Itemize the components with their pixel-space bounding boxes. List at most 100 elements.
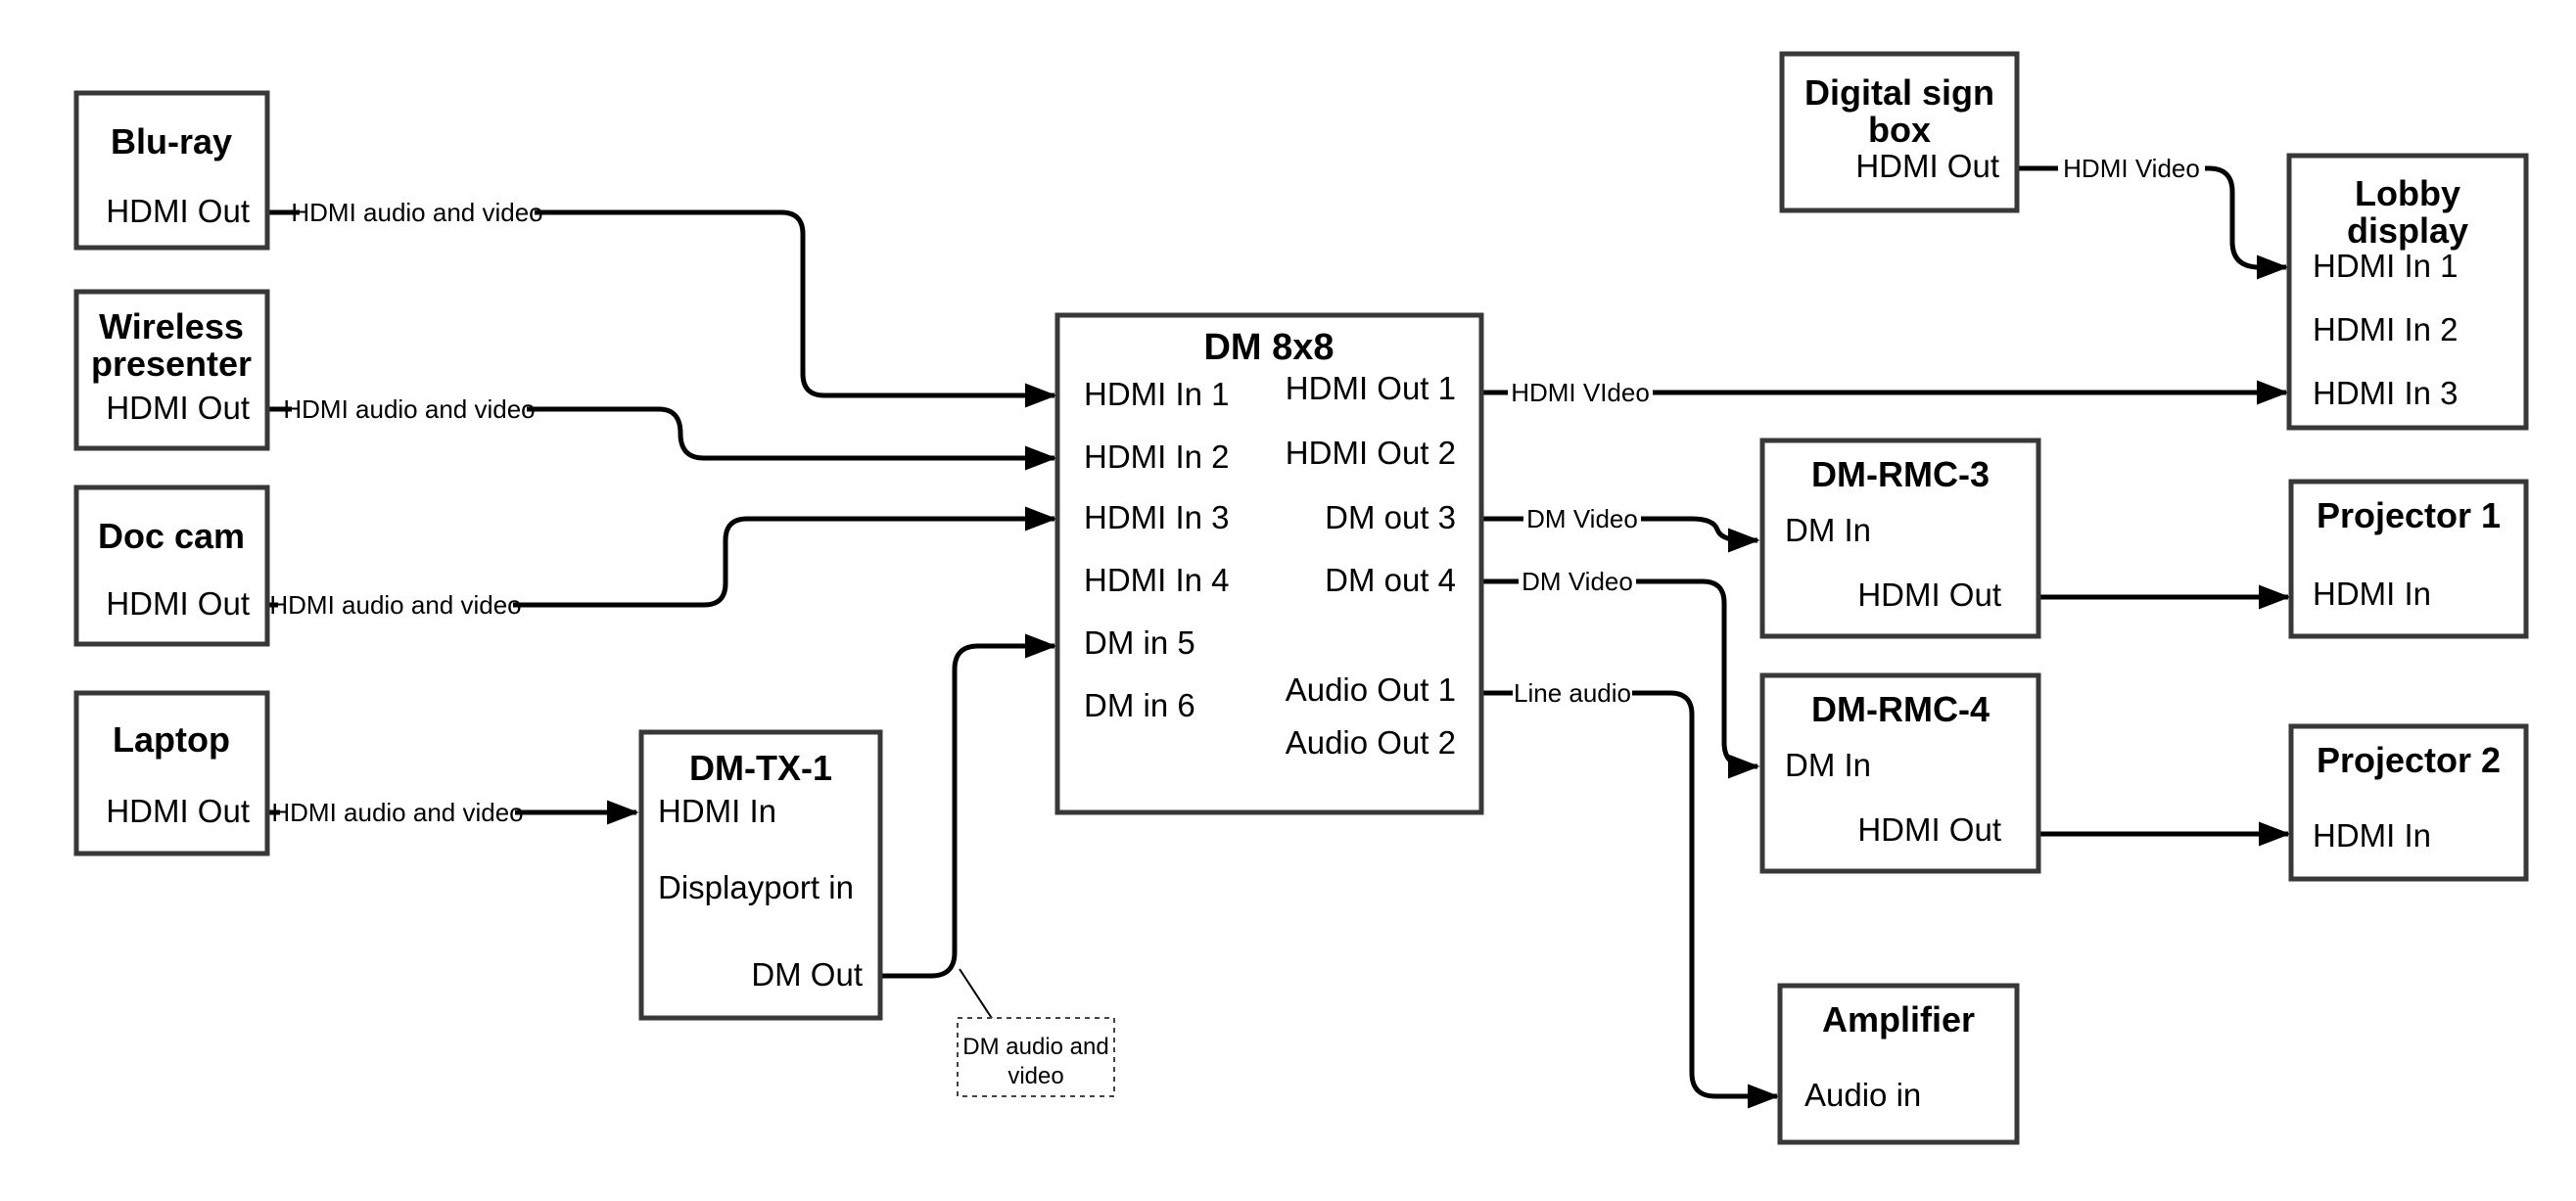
callout-note: DM audio and video [957, 1017, 1115, 1097]
port-hdmi-out: HDMI Out [106, 585, 250, 622]
node-title-line2: display [2347, 210, 2468, 251]
connection-label: HDMI audio and video [291, 198, 542, 227]
node-box [1759, 438, 2041, 639]
node-title-line1: Lobby [2355, 173, 2460, 213]
callout-box [957, 1017, 1115, 1097]
node-title: DM-RMC-3 [1811, 454, 1990, 494]
port-dm-in-6: DM in 6 [1084, 687, 1195, 723]
connection-label: HDMI audio and video [269, 590, 521, 620]
callout-pointer-line [959, 968, 998, 1027]
node-box [638, 729, 883, 1021]
port-audio-out-1: Audio Out 1 [1286, 671, 1456, 708]
label-bg [2058, 153, 2205, 184]
node-title-line1: Digital sign [1804, 72, 1994, 113]
connection-label: Line audio [1514, 678, 1631, 708]
node-title: Doc cam [98, 516, 245, 556]
port-hdmi-out-2: HDMI Out 2 [1286, 435, 1456, 471]
node-title-line1: Wireless [99, 306, 244, 346]
node-box [1779, 51, 2020, 213]
port-hdmi-out: HDMI Out [1855, 148, 1999, 184]
port-hdmi-in: HDMI In [2313, 576, 2431, 612]
port-hdmi-in-2: HDMI In 2 [2313, 311, 2459, 347]
node-box [2288, 479, 2529, 639]
port-hdmi-out: HDMI Out [106, 390, 250, 426]
port-hdmi-in-4: HDMI In 4 [1084, 562, 1230, 598]
node-projector-2: Projector 2 HDMI In [2288, 723, 2529, 882]
connection-label: DM Video [1522, 567, 1633, 596]
node-doc-cam: Doc cam HDMI Out [73, 485, 270, 647]
port-audio-out-2: Audio Out 2 [1286, 724, 1456, 761]
node-title: Projector 1 [2317, 495, 2501, 535]
port-hdmi-in-3: HDMI In 3 [1084, 499, 1230, 535]
connection-label: HDMI VIdeo [1511, 378, 1650, 407]
label-bg [1519, 566, 1636, 597]
node-title: Blu-ray [111, 121, 232, 162]
label-bg [280, 797, 515, 828]
port-dm-out: DM Out [751, 956, 863, 993]
port-hdmi-in-2: HDMI In 2 [1084, 439, 1230, 475]
node-amplifier: Amplifier Audio in [1777, 983, 2020, 1145]
connection-label: HDMI Video [2063, 154, 2200, 183]
label-bg [1513, 677, 1632, 709]
port-hdmi-in-1: HDMI In 1 [1084, 376, 1230, 412]
port-hdmi-out: HDMI Out [106, 793, 250, 829]
port-hdmi-out: HDMI Out [106, 193, 250, 229]
port-dm-in: DM In [1785, 512, 1871, 548]
node-title: DM-TX-1 [689, 748, 832, 788]
node-dm-8x8: DM 8x8 HDMI In 1 HDMI In 2 HDMI In 3 HDM… [1054, 312, 1484, 815]
connection-signbox-to-lobby [2017, 165, 2289, 280]
node-dm-rmc-3: DM-RMC-3 DM In HDMI Out [1759, 438, 2041, 639]
connection-dmtx1-to-dm8x8 [880, 633, 1057, 979]
node-box [2288, 723, 2529, 882]
connection-label: HDMI audio and video [271, 798, 523, 827]
port-dm-in: DM In [1785, 747, 1871, 783]
node-box [1777, 983, 2020, 1145]
label-bg [1523, 503, 1641, 534]
connection-doccam-to-dm8x8 [267, 506, 1057, 608]
node-laptop: Laptop HDMI Out [73, 690, 270, 856]
connection-labels: HDMI audio and video HDMI audio and vide… [269, 153, 2205, 828]
connection-wireless-to-dm8x8 [267, 406, 1057, 471]
node-box [73, 90, 270, 251]
connection-bluray-to-dm8x8 [267, 209, 1057, 408]
node-projector-1: Projector 1 HDMI In [2288, 479, 2529, 639]
port-hdmi-in: HDMI In [658, 793, 776, 829]
port-hdmi-out: HDMI Out [1857, 811, 2001, 848]
node-box [1054, 312, 1484, 815]
callout-text-line2: video [1007, 1063, 1063, 1089]
port-hdmi-in-3: HDMI In 3 [2313, 375, 2459, 411]
connection-audioout1-to-amplifier [1481, 690, 1780, 1109]
node-lobby-display: Lobby display HDMI In 1 HDMI In 2 HDMI I… [2286, 153, 2529, 431]
node-title-line2: presenter [91, 344, 252, 384]
connection-label: HDMI audio and video [283, 394, 535, 424]
node-box [1759, 672, 2041, 874]
node-bluray: Blu-ray HDMI Out [73, 90, 270, 251]
port-dm-out-3: DM out 3 [1325, 499, 1456, 535]
node-title: DM-RMC-4 [1811, 689, 1990, 729]
connection-dmout4-to-rmc4 [1481, 578, 1760, 779]
label-bg [278, 589, 513, 621]
node-title: Laptop [113, 719, 230, 760]
node-title: Amplifier [1822, 999, 1975, 1039]
port-hdmi-in-1: HDMI In 1 [2313, 248, 2459, 284]
label-bg [300, 197, 535, 228]
label-bg [1508, 377, 1653, 408]
node-dm-tx-1: DM-TX-1 HDMI In Displayport in DM Out [638, 729, 883, 1021]
node-box [2286, 153, 2529, 431]
node-title: Projector 2 [2317, 740, 2501, 780]
port-displayport-in: Displayport in [658, 869, 854, 905]
node-title: DM 8x8 [1203, 327, 1334, 368]
port-audio-in: Audio in [1804, 1077, 1921, 1113]
port-hdmi-out-1: HDMI Out 1 [1286, 370, 1456, 406]
node-wireless-presenter: Wireless presenter HDMI Out [73, 289, 270, 451]
port-dm-out-4: DM out 4 [1325, 562, 1456, 598]
node-box [73, 485, 270, 647]
label-bg [292, 393, 527, 425]
port-dm-in-5: DM in 5 [1084, 624, 1195, 661]
port-hdmi-out: HDMI Out [1857, 577, 2001, 613]
connection-label: DM Video [1526, 504, 1638, 533]
node-title-line2: box [1868, 110, 1931, 150]
node-digital-sign-box: Digital sign box HDMI Out [1779, 51, 2020, 213]
port-hdmi-in: HDMI In [2313, 817, 2431, 854]
